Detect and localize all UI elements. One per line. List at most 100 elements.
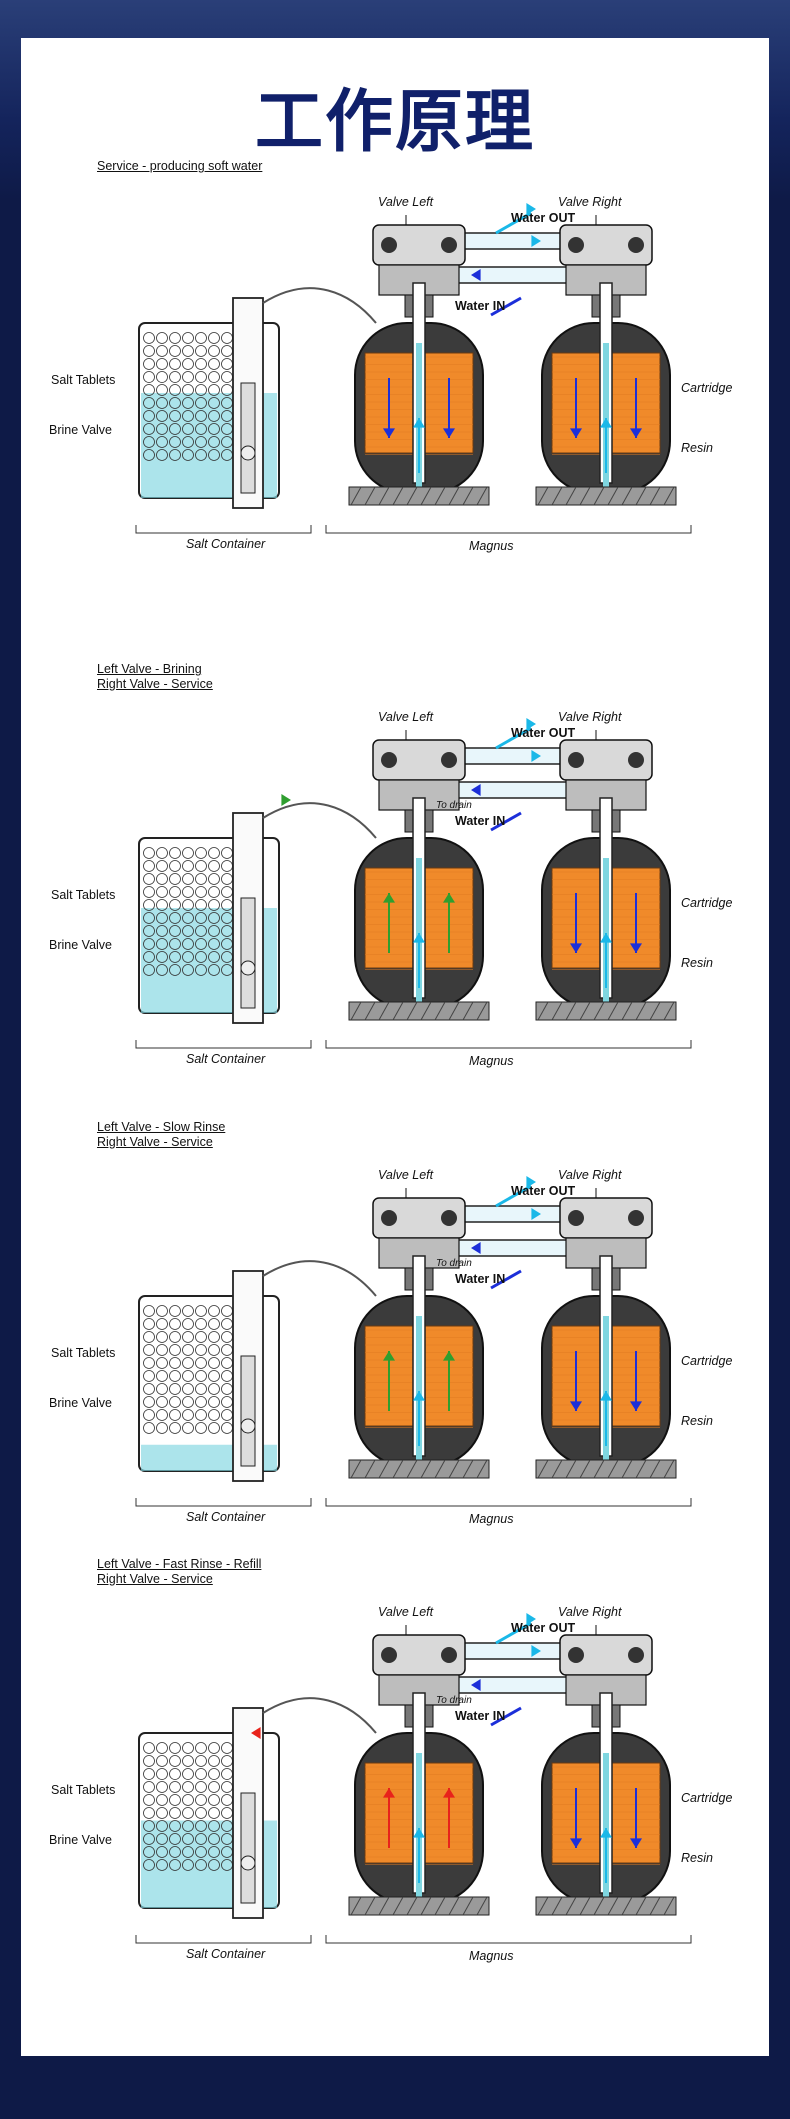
right-riser-arrow — [600, 1391, 612, 1446]
inlet-pipe-arrow — [471, 1679, 481, 1691]
valve-right-label: Valve Right — [558, 1605, 622, 1619]
valve-left-label: Valve Left — [378, 710, 434, 724]
left-flow-arrow-right — [443, 1351, 455, 1411]
salt-tablets-label: Salt Tablets — [51, 1783, 116, 1797]
water-out-arrow — [495, 211, 532, 235]
outlet-pipe-arrow — [531, 235, 541, 247]
system-diagram — [135, 1613, 692, 1944]
left-flow-arrow-left-head — [383, 1788, 395, 1798]
salt-tablets-label: Salt Tablets — [51, 373, 116, 387]
valve-right-label: Valve Right — [558, 710, 622, 724]
right-flow-arrow-left-head — [570, 943, 582, 953]
right-riser-arrow-head — [600, 1391, 612, 1401]
system-diagram — [135, 1176, 692, 1507]
right-riser-arrow — [600, 1828, 612, 1883]
water-out-arrow — [495, 1184, 532, 1208]
left-riser-arrow-head — [413, 418, 425, 428]
water-in-label: Water IN — [455, 1709, 506, 1723]
salt-container-label: Salt Container — [186, 537, 266, 551]
right-riser-arrow — [600, 418, 612, 473]
mode-caption: Service - producing soft water — [97, 159, 262, 174]
left-flow-arrow-right — [443, 1788, 455, 1848]
brine-valve-label: Brine Valve — [49, 1833, 112, 1847]
inlet-pipe-arrow — [471, 784, 481, 796]
salt-tablets-label: Salt Tablets — [51, 888, 116, 902]
salt-container-label: Salt Container — [186, 1510, 266, 1524]
right-flow-arrow-right-head — [630, 1838, 642, 1848]
right-valve-head — [559, 1634, 653, 1728]
water-out-label: Water OUT — [511, 1621, 576, 1635]
left-riser-arrow-head — [413, 1828, 425, 1838]
mode-line-2: Right Valve - Service — [97, 677, 213, 691]
refill-flow-arrow — [251, 1727, 261, 1739]
left-flow-arrow-right-head — [443, 893, 455, 903]
brine-flow-arrow — [281, 794, 291, 806]
water-in-arrow — [490, 296, 522, 317]
valve-left-label: Valve Left — [378, 1605, 434, 1619]
left-flow-arrow-left-head — [383, 428, 395, 438]
water-out-arrow-head — [526, 1176, 536, 1188]
valve-right-label: Valve Right — [558, 195, 622, 209]
left-flow-arrow-left — [383, 1788, 395, 1848]
water-out-arrow — [495, 726, 532, 750]
right-flow-arrow-right — [630, 1351, 642, 1411]
mode-line-1: Left Valve - Slow Rinse — [97, 1120, 226, 1134]
cartridge-label: Cartridge — [681, 1791, 733, 1805]
outlet-pipe-arrow — [531, 750, 541, 762]
water-in-arrow — [490, 1269, 522, 1290]
to-drain-label: To drain — [436, 1695, 472, 1706]
valve-left-label: Valve Left — [378, 195, 434, 209]
magnus-label: Magnus — [469, 1512, 514, 1526]
right-flow-arrow-left — [570, 378, 582, 438]
header-pipes — [415, 1642, 597, 1694]
left-riser-arrow — [413, 1828, 425, 1883]
system-diagram — [135, 203, 692, 534]
inlet-pipe-arrow — [471, 1242, 481, 1254]
left-tank — [348, 1255, 490, 1479]
salt-container — [138, 297, 280, 509]
left-flow-arrow-right — [443, 378, 455, 438]
left-flow-arrow-left — [383, 893, 395, 953]
to-drain-label: To drain — [436, 1258, 472, 1269]
right-flow-arrow-left — [570, 1788, 582, 1848]
left-flow-arrow-left-head — [383, 893, 395, 903]
right-riser-arrow — [600, 933, 612, 988]
water-out-arrow-head — [526, 203, 536, 215]
left-riser-arrow — [413, 1391, 425, 1446]
water-in-label: Water IN — [455, 299, 506, 313]
left-flow-arrow-right-head — [443, 428, 455, 438]
right-flow-arrow-right — [630, 893, 642, 953]
magnus-label: Magnus — [469, 1949, 514, 1963]
to-drain-label: To drain — [436, 800, 472, 811]
brine-valve-label: Brine Valve — [49, 938, 112, 952]
salt-container — [138, 1270, 280, 1482]
left-flow-arrow-left — [383, 378, 395, 438]
left-flow-arrow-left — [383, 1351, 395, 1411]
left-riser-arrow-head — [413, 1391, 425, 1401]
cartridge-label: Cartridge — [681, 381, 733, 395]
water-out-arrow — [495, 1621, 532, 1645]
right-flow-arrow-right-head — [630, 428, 642, 438]
valve-right-label: Valve Right — [558, 1168, 622, 1182]
inlet-pipe-arrow — [471, 269, 481, 281]
mode-line-2: Right Valve - Service — [97, 1135, 213, 1149]
magnus-label: Magnus — [469, 1054, 514, 1068]
water-in-label: Water IN — [455, 814, 506, 828]
right-tank — [535, 282, 677, 506]
right-riser-arrow-head — [600, 933, 612, 943]
salt-container — [138, 1707, 280, 1919]
resin-label: Resin — [681, 956, 713, 970]
left-valve-head — [372, 1197, 466, 1291]
right-flow-arrow-left — [570, 893, 582, 953]
water-out-arrow-head — [526, 718, 536, 730]
right-flow-arrow-right-head — [630, 943, 642, 953]
water-out-label: Water OUT — [511, 211, 576, 225]
